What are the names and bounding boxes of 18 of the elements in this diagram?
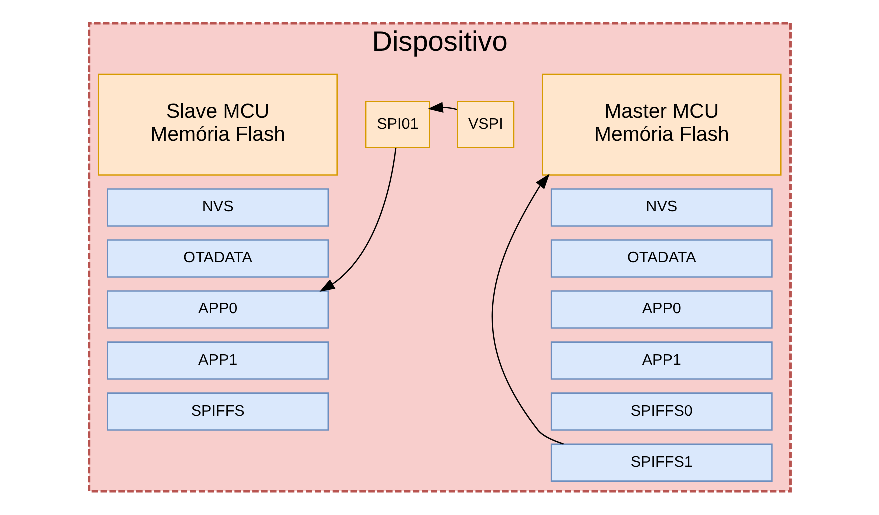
node-box: APP0: [550, 290, 772, 329]
node-box: Master MCU Memória Flash: [542, 74, 782, 176]
node-box: APP1: [106, 342, 329, 380]
node-box: SPIFFS1: [550, 444, 772, 482]
node-box: OTADATA: [550, 240, 772, 278]
node-box: SPIFFS: [106, 392, 329, 431]
node-box: OTADATA: [106, 240, 329, 278]
node-box: VSPI: [456, 101, 514, 148]
arrow: [427, 102, 458, 113]
node-box: SPI01: [364, 101, 430, 148]
node-box: Slave MCU Memória Flash: [98, 74, 338, 176]
node-box: NVS: [106, 188, 329, 227]
node-box: APP1: [550, 342, 772, 380]
arrow: [319, 148, 396, 292]
node-box: APP0: [106, 290, 329, 329]
node-box: NVS: [550, 188, 772, 227]
arrow: [491, 174, 564, 445]
node-box: SPIFFS0: [550, 392, 772, 431]
